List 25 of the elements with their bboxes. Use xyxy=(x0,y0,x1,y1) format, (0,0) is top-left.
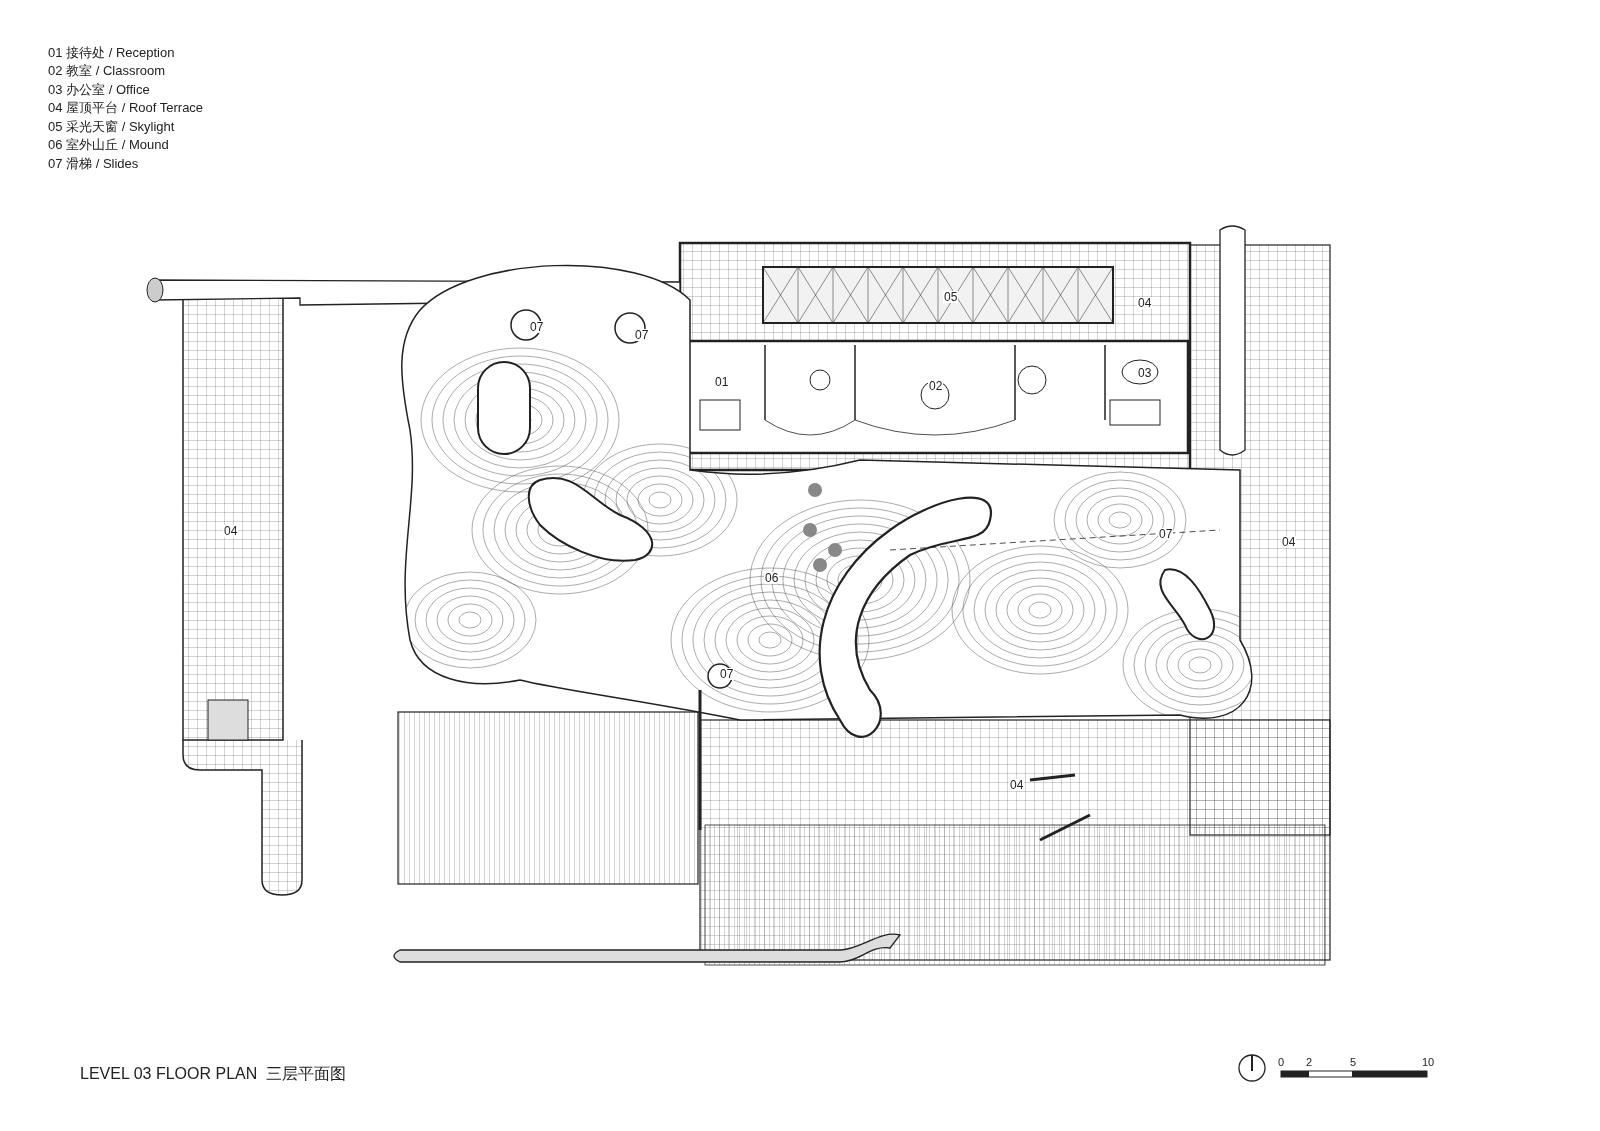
room-number: 05 xyxy=(943,291,959,303)
plan-title: LEVEL 03 FLOOR PLAN 三层平面图 xyxy=(80,1066,347,1082)
scale-label: 2 xyxy=(1306,1057,1313,1068)
legend-item: 04 屋顶平台 / Roof Terrace xyxy=(48,101,204,114)
room-number: 04 xyxy=(1281,536,1297,548)
legend-item: 06 室外山丘 / Mound xyxy=(48,138,169,151)
room-number: 04 xyxy=(1009,779,1025,791)
room-number: 04 xyxy=(223,525,239,537)
room-number: 07 xyxy=(634,329,650,341)
room-number: 01 xyxy=(714,376,730,388)
legend-item: 03 办公室 / Office xyxy=(48,83,150,96)
scale-label: 0 xyxy=(1278,1057,1285,1068)
scale-label: 5 xyxy=(1350,1057,1357,1068)
legend-item: 02 教室 / Classroom xyxy=(48,64,166,77)
legend-item: 07 滑梯 / Slides xyxy=(48,157,139,170)
room-number: 07 xyxy=(719,668,735,680)
room-number: 04 xyxy=(1137,297,1153,309)
room-number: 07 xyxy=(1158,528,1174,540)
legend-item: 05 采光天窗 / Skylight xyxy=(48,120,175,133)
room-number: 02 xyxy=(928,380,944,392)
room-number: 06 xyxy=(764,572,780,584)
legend-item: 01 接待处 / Reception xyxy=(48,46,175,59)
room-number: 07 xyxy=(529,321,545,333)
scale-label: 10 xyxy=(1422,1057,1435,1068)
room-number: 03 xyxy=(1137,367,1153,379)
